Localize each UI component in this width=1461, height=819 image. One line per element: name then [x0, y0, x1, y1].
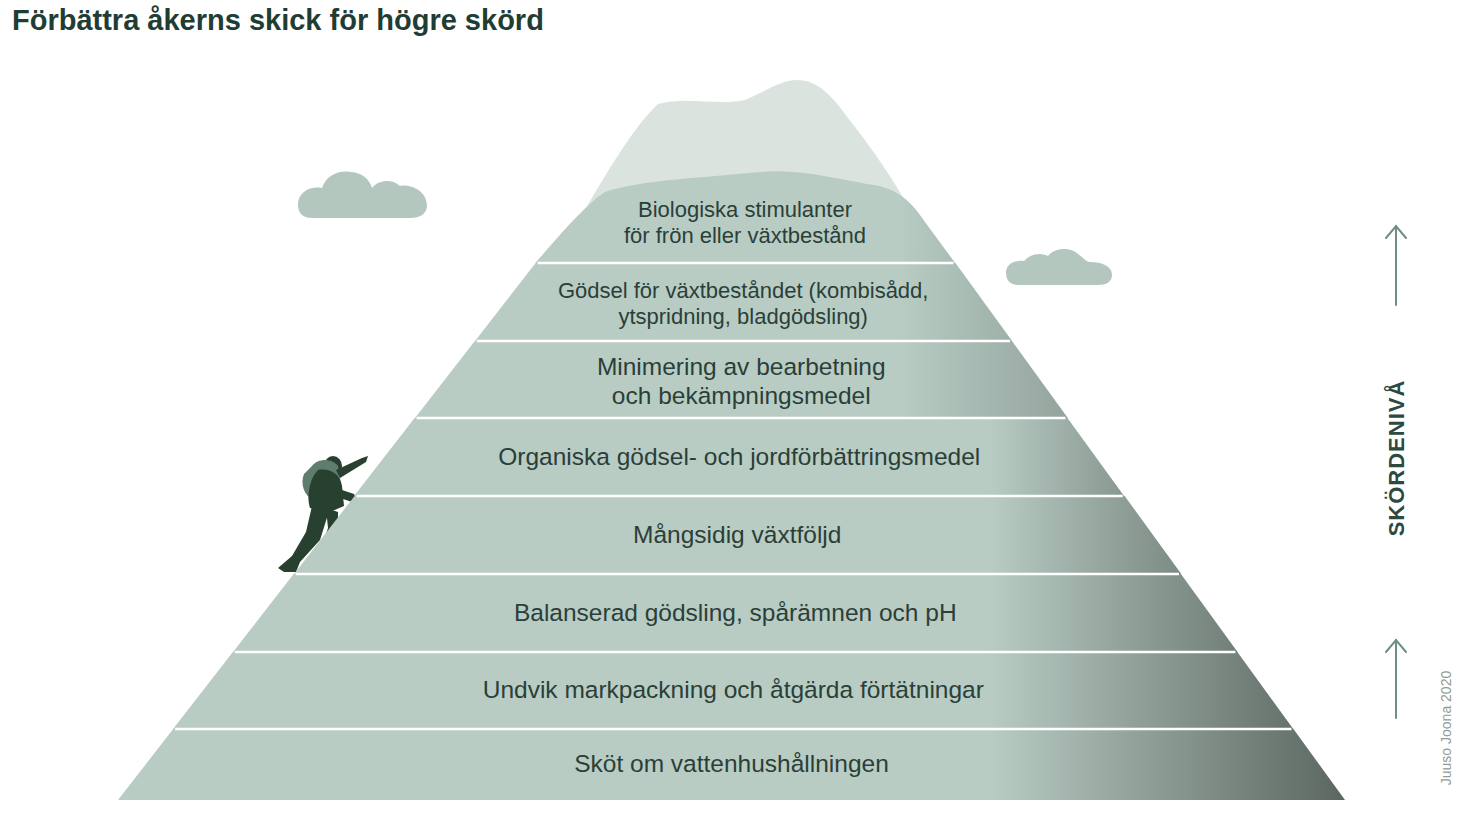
- credit-note: Juuso Joona 2020: [1438, 671, 1454, 785]
- band-label: Gödsel för växtbeståndet (kombisådd, yts…: [498, 278, 988, 330]
- pyramid-band: Mångsidig växtföljd: [294, 496, 1181, 574]
- title: Förbättra åkerns skick för högre skörd: [12, 4, 544, 37]
- pyramid-band: Organiska gödsel- och jordförbättringsme…: [354, 418, 1124, 496]
- pyramid-band: Balanserad gödsling, spårämnen och pH: [233, 574, 1238, 652]
- band-label: Organiska gödsel- och jordförbättringsme…: [498, 443, 980, 472]
- band-label: Undvik markpackning och åtgärda förtätni…: [483, 676, 984, 705]
- band-label: Balanserad gödsling, spårämnen och pH: [514, 599, 957, 628]
- band-label: Mångsidig växtföljd: [633, 521, 841, 550]
- credit-note-holder: Juuso Joona 2020: [1438, 671, 1454, 785]
- band-label: Biologiska stimulanter för frön eller vä…: [585, 197, 905, 249]
- axis-label: SKÖRDENIVÅ: [1384, 380, 1409, 537]
- band-label: Sköt om vattenhushållningen: [574, 750, 889, 779]
- pyramid-band: Gödsel för växtbeståndet (kombisådd, yts…: [475, 263, 1012, 341]
- axis-label-holder: SKÖRDENIVÅ: [1384, 380, 1410, 537]
- pyramid-band: Minimering av bearbetning och bekämpning…: [415, 341, 1068, 418]
- pyramid-band: Sköt om vattenhushållningen: [118, 729, 1345, 800]
- pyramid-band: Biologiska stimulanter för frön eller vä…: [530, 168, 960, 263]
- pyramid-band: Undvik markpackning och åtgärda förtätni…: [173, 652, 1293, 729]
- band-label: Minimering av bearbetning och bekämpning…: [576, 353, 906, 411]
